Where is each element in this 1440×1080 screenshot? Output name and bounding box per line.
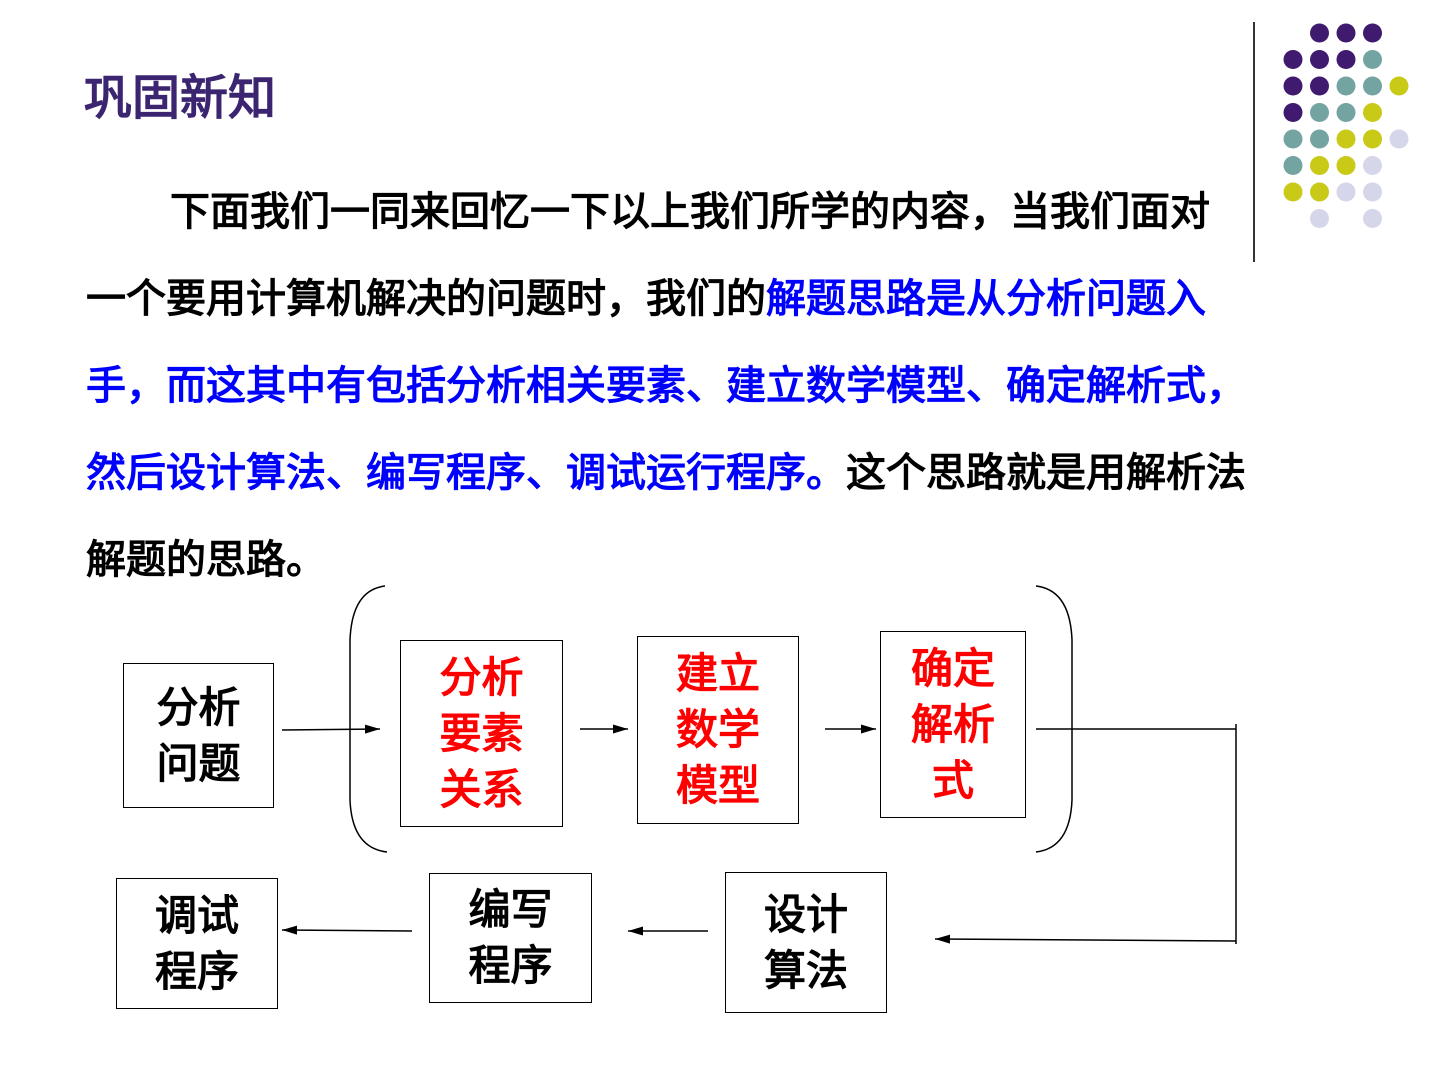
box-line: 确定 — [910, 643, 995, 693]
box-line: 关系 — [439, 764, 524, 814]
decor-dot — [1310, 182, 1329, 202]
flow-box-write-program: 编写程序 — [429, 873, 592, 1003]
decor-dot — [1336, 182, 1356, 202]
slide-title: 巩固新知 — [84, 70, 277, 126]
decor-dot — [1363, 129, 1382, 149]
decor-dot — [1283, 156, 1303, 175]
decor-dot — [1310, 209, 1329, 228]
decor-dot — [1363, 209, 1382, 228]
decor-dot — [1363, 182, 1382, 202]
decor-dot — [1283, 129, 1303, 149]
box-line: 分析 — [156, 682, 241, 732]
flow-box-analyze-problem: 分析问题 — [123, 663, 274, 808]
decor-dot — [1336, 156, 1356, 175]
arrow-to-algorithm — [934, 934, 1237, 944]
flow-box-debug-program: 调试程序 — [116, 878, 278, 1009]
box-line: 程序 — [468, 941, 553, 990]
decor-dot — [1336, 50, 1356, 69]
decor-dot — [1336, 76, 1356, 96]
paragraph-highlight: 解题思路是从分析问题入手，而这其中有包括分析相关要素、建立数学模型、确定解析式，… — [86, 275, 1246, 496]
decor-dot — [1310, 129, 1329, 149]
decor-dot — [1336, 23, 1356, 43]
decor-dot — [1310, 103, 1329, 122]
box-line: 问题 — [156, 738, 241, 788]
decor-dot — [1310, 50, 1329, 69]
box-line: 设计 — [763, 889, 848, 939]
group-bracket-left — [349, 585, 388, 853]
box-line: 式 — [931, 755, 974, 805]
group-bracket-right — [1035, 585, 1073, 853]
box-line: 模型 — [675, 761, 760, 810]
arrow-program-to-debug — [281, 925, 413, 935]
decor-dot — [1310, 76, 1329, 96]
decor-dot — [1336, 103, 1356, 122]
box-line: 数学 — [675, 705, 760, 754]
decor-dot — [1363, 23, 1382, 43]
box-line: 分析 — [439, 652, 524, 702]
decor-dot — [1310, 156, 1329, 175]
intro-paragraph: 下面我们一同来回忆一下以上我们所学的内容，当我们面对一个要用计算机解决的问题时，… — [86, 168, 1246, 603]
decor-dot-grid — [1283, 23, 1409, 228]
box-line: 算法 — [763, 945, 848, 995]
decor-dot — [1336, 129, 1356, 149]
box-line: 解析 — [910, 699, 995, 749]
arrow-analyze-to-elements — [281, 724, 381, 734]
decor-dot — [1283, 50, 1303, 69]
decor-dot — [1363, 76, 1382, 96]
decor-dot — [1310, 23, 1329, 43]
box-line: 建立 — [675, 649, 760, 698]
box-line: 程序 — [154, 946, 239, 996]
decor-dot — [1389, 129, 1409, 149]
decor-dot — [1363, 103, 1382, 122]
decor-dot — [1283, 182, 1303, 202]
box-line: 要素 — [439, 708, 524, 758]
box-line: 编写 — [468, 885, 553, 934]
decor-dot — [1363, 50, 1382, 69]
paragraph-text-2: 这个思路就是用解析法解题的思路。 — [86, 449, 1246, 583]
decor-dot — [1363, 156, 1382, 175]
flow-box-determine-formula: 确定解析式 — [880, 631, 1026, 818]
flow-box-analyze-elements: 分析要素关系 — [400, 640, 563, 827]
decor-dot — [1283, 76, 1303, 96]
decor-dot — [1283, 103, 1303, 122]
flow-box-build-model: 建立数学模型 — [637, 636, 799, 824]
flow-box-design-algorithm: 设计算法 — [725, 872, 887, 1013]
decor-dot — [1389, 76, 1409, 96]
decor-divider-line — [1253, 22, 1255, 262]
box-line: 调试 — [154, 890, 239, 940]
paragraph-text-1: 下面我们一同来回忆一下以上我们所学的内容，当我们面对一个要用计算机解决的问题时，… — [86, 188, 1210, 322]
